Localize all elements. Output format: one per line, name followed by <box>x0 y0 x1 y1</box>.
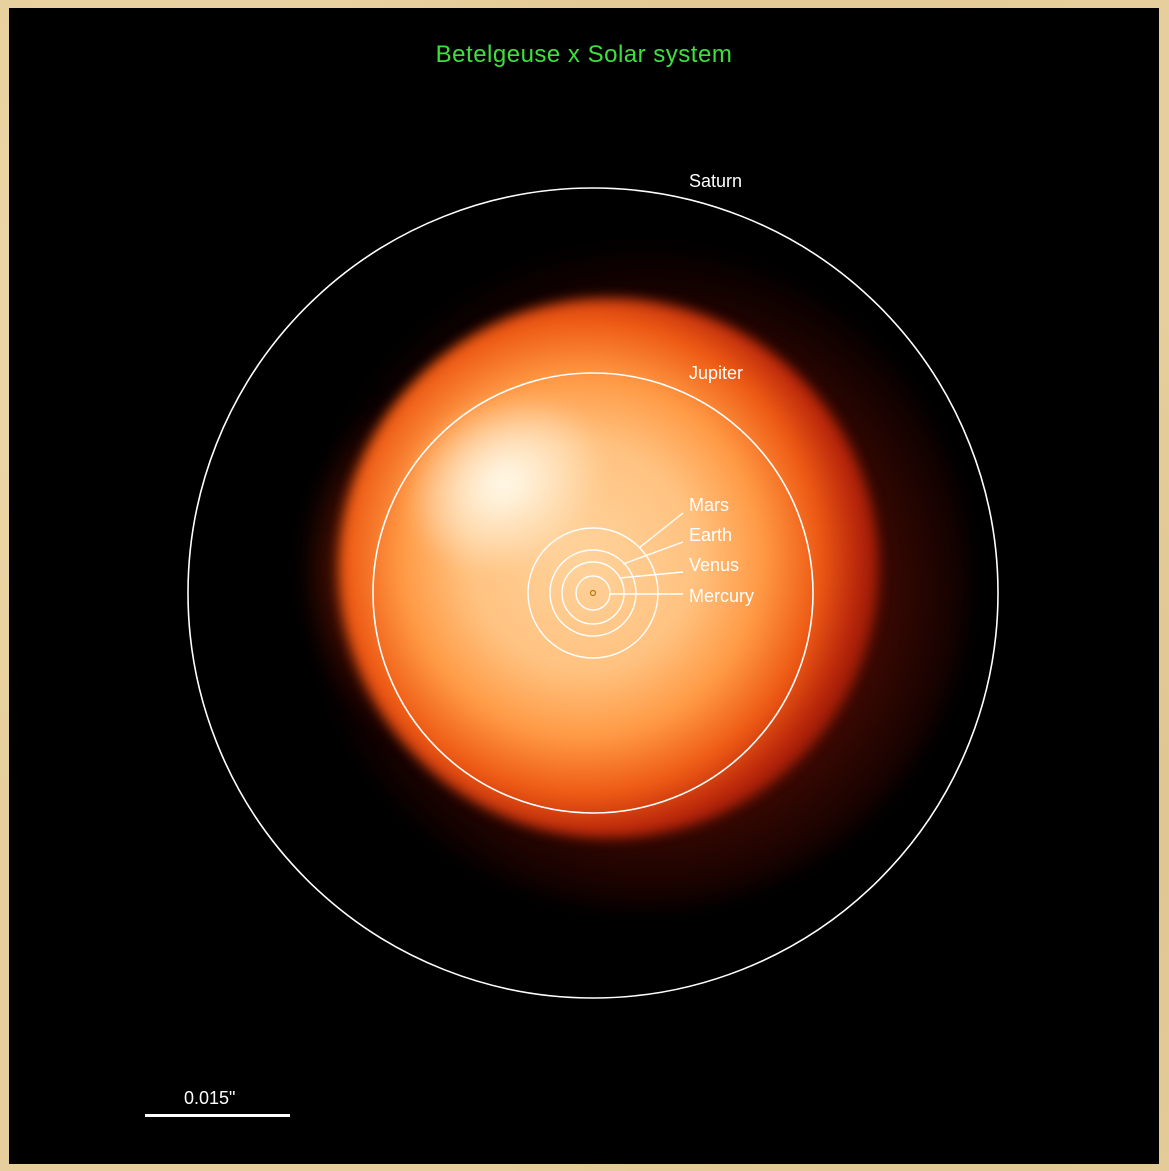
label-saturn: Saturn <box>689 171 742 191</box>
image-frame: Betelgeuse x Solar system Saturn Jupiter… <box>9 8 1159 1164</box>
orbit-saturn <box>187 187 999 999</box>
label-venus: Venus <box>689 555 739 575</box>
leader-line-venus <box>618 571 684 579</box>
leader-line-earth <box>622 541 684 565</box>
label-mars: Mars <box>689 495 729 515</box>
scale-bar <box>145 1114 290 1117</box>
page-title: Betelgeuse x Solar system <box>435 41 733 68</box>
orbit-mercury <box>575 575 611 611</box>
betelgeuse-star <box>339 298 879 838</box>
orbit-earth <box>549 549 637 637</box>
orbit-diagram: Saturn Jupiter Mars Earth Venus Mercury <box>187 171 999 999</box>
label-mercury: Mercury <box>689 586 754 606</box>
orbit-jupiter <box>372 372 814 814</box>
label-earth: Earth <box>689 525 732 545</box>
sun-marker <box>589 589 597 597</box>
orbit-mars <box>527 527 659 659</box>
leader-line-mars <box>638 512 684 549</box>
scale-bar-label: 0.015" <box>184 1088 236 1108</box>
label-jupiter: Jupiter <box>689 363 743 383</box>
orbit-venus <box>561 561 625 625</box>
